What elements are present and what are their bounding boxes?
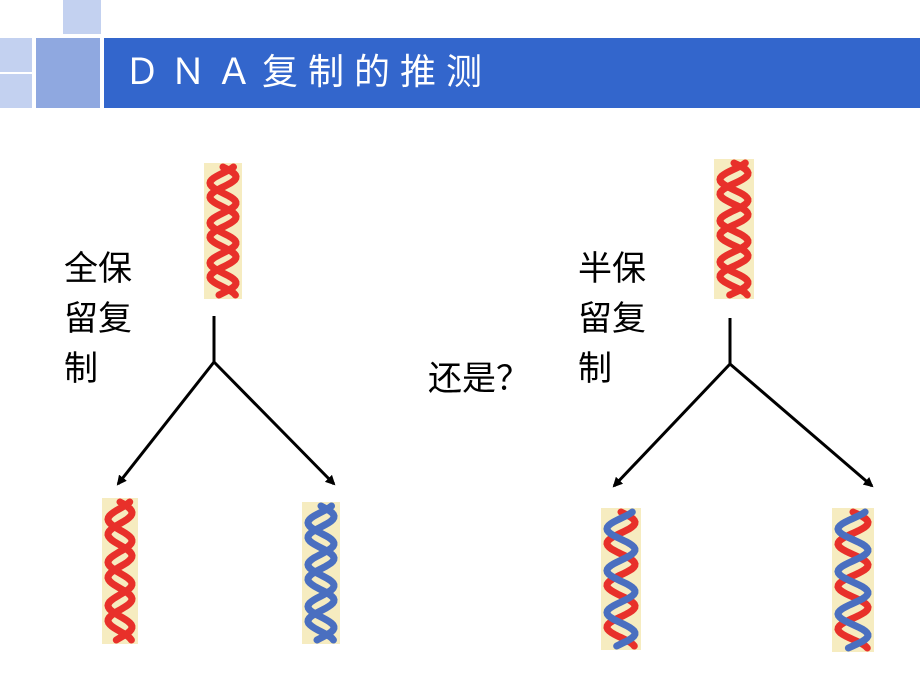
deco-square [0, 38, 32, 72]
helix-semiconservative-1 [601, 508, 641, 650]
helix-parent-left [204, 163, 242, 299]
helix-conservative-old [102, 498, 138, 644]
arrow-right-down-left [612, 362, 732, 488]
arrow-left-down-right [212, 360, 336, 486]
left-label-line1: 全保 [64, 249, 132, 289]
slide-title: ＤＮＡ复制的推测 [124, 52, 493, 93]
helix-strand-b [304, 502, 338, 644]
right-label-line1: 半保 [578, 249, 646, 289]
right-label-line2: 留复 [578, 299, 646, 339]
deco-square [63, 0, 101, 34]
arrow-right-down-right [729, 362, 874, 488]
helix-strand-b [716, 159, 752, 299]
helix-strand-b [206, 163, 240, 299]
left-label-line3: 制 [64, 349, 98, 389]
middle-question: 还是？ [428, 359, 530, 399]
helix-conservative-new [302, 502, 340, 644]
title-bar [104, 38, 920, 108]
helix-parent-right [714, 159, 754, 299]
helix-strand-b [104, 498, 136, 644]
deco-square [0, 74, 32, 108]
left-label-line2: 留复 [64, 299, 132, 339]
deco-square [36, 38, 100, 108]
right-label-line3: 制 [578, 349, 612, 389]
helix-strand-b [834, 508, 872, 652]
arrow-left-down-left [116, 361, 216, 486]
helix-semiconservative-2 [832, 508, 874, 652]
helix-strand-b [603, 508, 639, 650]
